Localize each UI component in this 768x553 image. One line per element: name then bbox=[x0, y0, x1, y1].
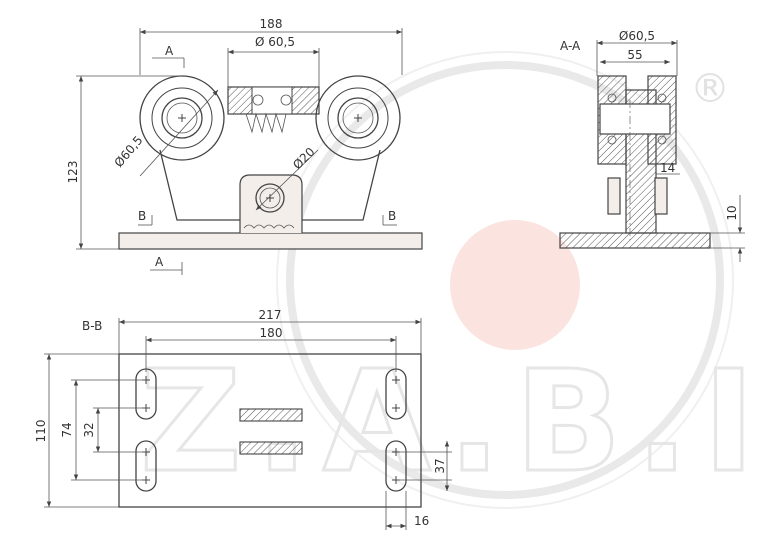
bb-slot-length-dimension: 37 bbox=[433, 458, 447, 473]
front-base-plate bbox=[118, 232, 423, 250]
left-wheel bbox=[139, 75, 225, 161]
aa-shaft bbox=[599, 103, 671, 135]
section-a-top: A bbox=[165, 44, 174, 58]
pin-dimension: Ø20 bbox=[290, 145, 317, 172]
height-dimension: 123 bbox=[66, 161, 80, 184]
bb-hole-spacing-dimension: 180 bbox=[260, 326, 283, 340]
bb-section-cut-upper bbox=[239, 408, 303, 422]
pin-bracket bbox=[239, 174, 303, 233]
section-aa-title: A-A bbox=[560, 39, 581, 53]
width-dimension: 188 bbox=[260, 17, 283, 31]
watermark-dot bbox=[450, 220, 580, 350]
watermark-logo-text: Z.A.B.I bbox=[140, 341, 768, 504]
bore-dimension: Ø 60,5 bbox=[255, 35, 295, 49]
aa-width-dimension: 55 bbox=[627, 48, 642, 62]
section-bb-title: B-B bbox=[82, 319, 102, 333]
slot-bottom-left bbox=[135, 440, 157, 492]
section-a-bottom: A bbox=[155, 255, 164, 269]
wheel-dimension: Ø60,5 bbox=[112, 133, 146, 170]
section-b-right: B bbox=[388, 209, 396, 223]
aa-plate-dimension: 10 bbox=[725, 205, 739, 220]
bb-plate-height-dimension: 110 bbox=[34, 420, 48, 443]
pin-hole bbox=[255, 183, 285, 213]
registered-mark: ® bbox=[690, 66, 730, 112]
aa-dimensions: Ø60,5 55 14 10 bbox=[596, 29, 745, 262]
front-view: 188 Ø 60,5 Ø60,5 Ø20 123 A A B B bbox=[66, 17, 423, 275]
bb-slot-width-dimension: 16 bbox=[414, 514, 429, 528]
slot-bottom-right bbox=[385, 440, 407, 492]
section-aa-view: A-A Ø60,5 55 14 10 bbox=[559, 29, 745, 262]
bb-section-cut-lower bbox=[239, 441, 303, 455]
bb-outer-spacing-dimension: 74 bbox=[60, 422, 74, 437]
right-wheel bbox=[315, 75, 401, 161]
aa-web-dimension: 14 bbox=[660, 161, 675, 175]
bb-plate bbox=[118, 353, 422, 508]
aa-wheel-dimension: Ø60,5 bbox=[619, 29, 655, 43]
bb-inner-spacing-dimension: 32 bbox=[82, 422, 96, 437]
section-bb-view: B-B 217 180 110 74 bbox=[34, 308, 452, 530]
section-b-left: B bbox=[138, 209, 146, 223]
aa-base-plate bbox=[559, 232, 711, 249]
watermark-ring bbox=[286, 61, 724, 499]
bb-length-dimension: 217 bbox=[259, 308, 282, 322]
bb-dimensions: 217 180 110 74 32 37 16 bbox=[34, 308, 452, 530]
